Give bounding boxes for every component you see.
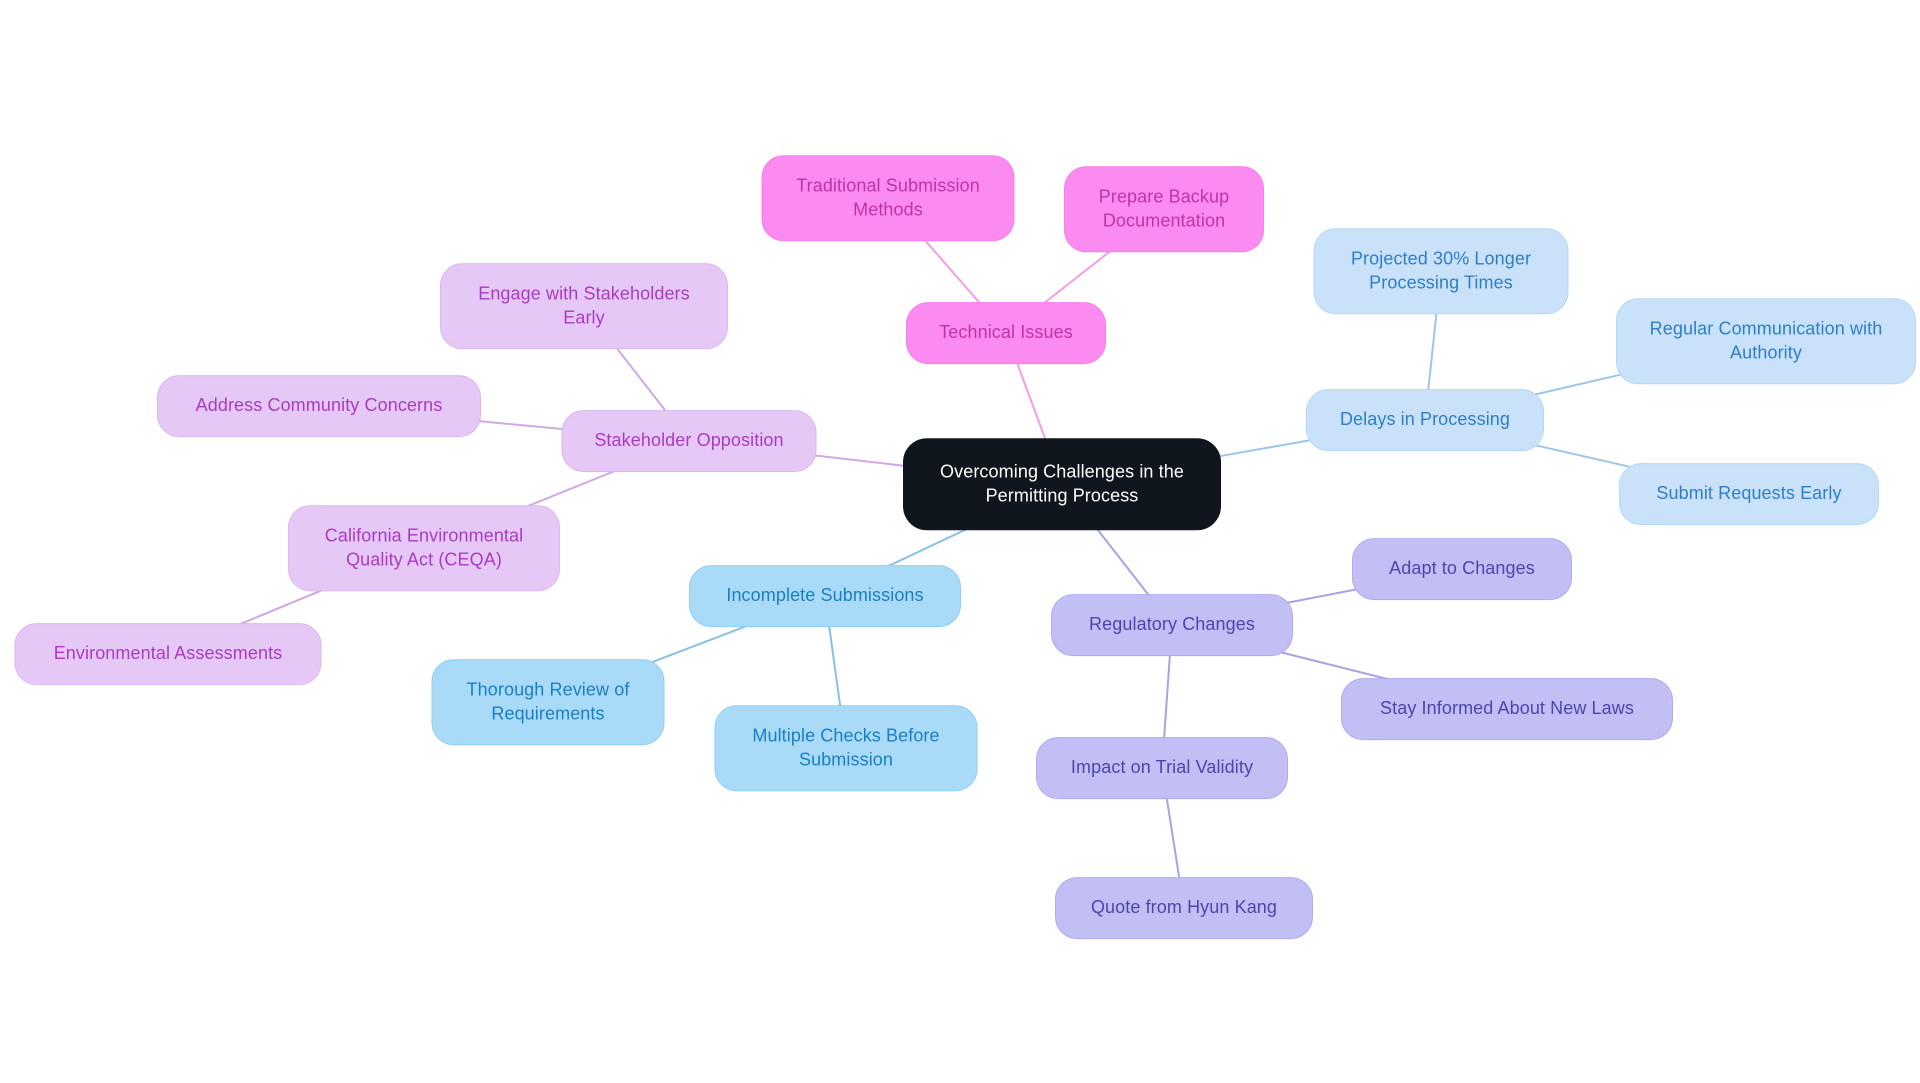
mindmap-node-quote-from-hyun-kang[interactable]: Quote from Hyun Kang [1055,877,1313,939]
mindmap-node-regulatory-changes[interactable]: Regulatory Changes [1051,594,1293,656]
node-label: Stakeholder Opposition [594,430,784,451]
mindmap-node-projected-30-longer-processing-times[interactable]: Projected 30% Longer Processing Times [1313,228,1569,314]
mindmap-node-environmental-assessments[interactable]: Environmental Assessments [14,623,322,685]
node-label: Prepare Backup Documentation [1098,186,1230,230]
mindmap-node-incomplete-submissions[interactable]: Incomplete Submissions [689,565,961,627]
node-label: Adapt to Changes [1389,558,1535,579]
mindmap-node-stakeholder-opposition[interactable]: Stakeholder Opposition [561,410,817,472]
mindmap-node-delays-in-processing[interactable]: Delays in Processing [1306,389,1544,451]
node-label: Multiple Checks Before Submission [752,725,940,769]
node-label: Technical Issues [939,322,1073,343]
node-label: California Environmental Quality Act (CE… [324,525,524,569]
node-label: Address Community Concerns [195,395,443,416]
node-label: Impact on Trial Validity [1070,757,1254,778]
mindmap-node-california-ceqa[interactable]: California Environmental Quality Act (CE… [288,505,560,591]
node-label: Traditional Submission Methods [796,175,980,219]
mindmap-node-stay-informed-about-new-laws[interactable]: Stay Informed About New Laws [1341,678,1673,740]
mindmap-node-technical-issues[interactable]: Technical Issues [906,302,1106,364]
mindmap-node-address-community-concerns[interactable]: Address Community Concerns [157,375,481,437]
mindmap-node-regular-communication-with-authority[interactable]: Regular Communication with Authority [1616,298,1916,384]
mindmap-node-thorough-review-of-requirements[interactable]: Thorough Review of Requirements [431,659,665,745]
node-label: Projected 30% Longer Processing Times [1350,248,1532,292]
mindmap-node-multiple-checks-before-submission[interactable]: Multiple Checks Before Submission [714,705,978,791]
mindmap-node-traditional-submission-methods[interactable]: Traditional Submission Methods [761,155,1015,241]
node-label: Engage with Stakeholders Early [478,283,690,327]
mindmap-node-adapt-to-changes[interactable]: Adapt to Changes [1352,538,1572,600]
mindmap-node-submit-requests-early[interactable]: Submit Requests Early [1619,463,1879,525]
node-label: Regulatory Changes [1089,614,1255,635]
node-label: Quote from Hyun Kang [1090,897,1278,918]
node-label: Stay Informed About New Laws [1380,698,1634,719]
mindmap-node-engage-with-stakeholders-early[interactable]: Engage with Stakeholders Early [440,263,728,349]
node-label: Incomplete Submissions [726,585,924,606]
node-label: Environmental Assessments [53,643,283,664]
node-label: Overcoming Challenges in the Permitting … [940,461,1184,505]
mindmap-node-impact-on-trial-validity[interactable]: Impact on Trial Validity [1036,737,1288,799]
mindmap-node-central[interactable]: Overcoming Challenges in the Permitting … [903,438,1221,530]
mindmap-node-prepare-backup-documentation[interactable]: Prepare Backup Documentation [1064,166,1264,252]
node-label: Thorough Review of Requirements [466,679,630,723]
node-label: Delays in Processing [1339,409,1511,430]
node-label: Regular Communication with Authority [1649,318,1883,362]
node-label: Submit Requests Early [1656,483,1842,504]
